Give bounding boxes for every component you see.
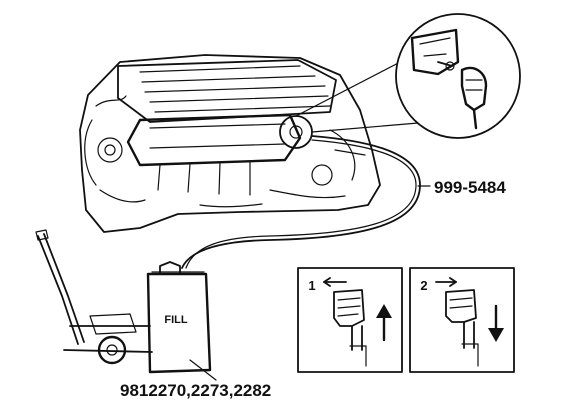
arrow-up-icon xyxy=(376,304,392,342)
fluid-cart xyxy=(35,229,217,381)
connector-detail-magnifier xyxy=(295,13,521,139)
step-2-number: 2 xyxy=(420,278,427,293)
engine-drawing xyxy=(79,54,381,233)
equipment-numbers-label: 9812270,2273,2282 xyxy=(120,381,271,400)
arrow-down-icon xyxy=(488,304,504,342)
hose xyxy=(181,135,431,269)
step-1-number: 1 xyxy=(308,278,315,293)
arrow-left-icon xyxy=(323,277,347,287)
cart-brand-label: FILL xyxy=(164,314,187,326)
tool-number-label: 999-5484 xyxy=(434,178,506,197)
arrow-right-icon xyxy=(435,277,457,287)
